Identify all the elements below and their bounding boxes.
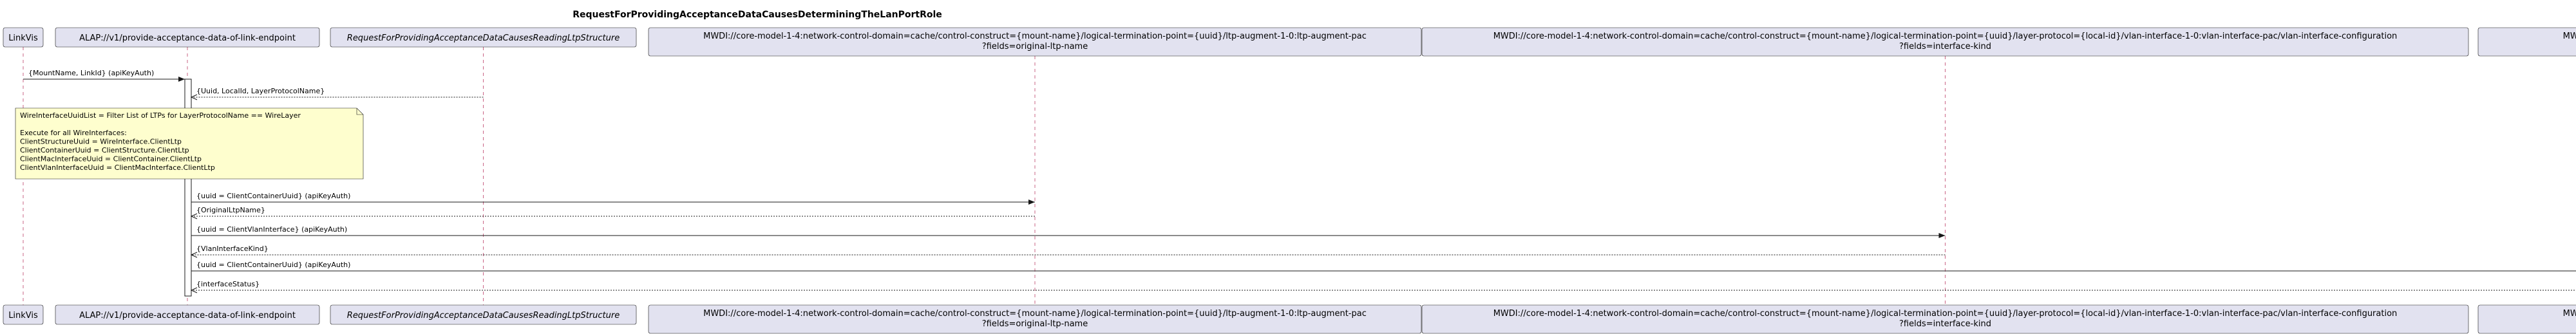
note-box (15, 107, 364, 180)
message-7: {uuid = ClientContainerUuid} (apiKeyAuth… (191, 261, 2576, 272)
participant-alap-bottom: ALAP://v1/provide-acceptance-data-of-lin… (55, 304, 320, 325)
participant-box (2477, 27, 2576, 57)
participant-label: LinkVis (8, 311, 38, 320)
arrow-head (178, 77, 185, 82)
participant-box (648, 27, 1422, 57)
participant-alap-top: ALAP://v1/provide-acceptance-data-of-lin… (55, 27, 320, 48)
participant-box (648, 304, 1422, 334)
participant-box (330, 27, 637, 48)
participant-mwdi-ltp-top: MWDI://core-model-1-4:network-control-do… (648, 27, 1422, 57)
participant-linkvis-bottom: LinkVis (3, 304, 44, 325)
note-line: ClientContainerUuid = ClientStructure.Cl… (20, 146, 189, 154)
participant-box (3, 304, 44, 325)
participant-label: RequestForProvidingAcceptanceDataCausesR… (347, 311, 620, 320)
participant-label: ?fields=original-ltp-name (982, 319, 1088, 329)
lifelines (23, 47, 1946, 305)
participant-label: ALAP://v1/provide-acceptance-data-of-lin… (79, 33, 296, 43)
participant-label: MWDI://core-model-1-4:network-control-do… (2563, 32, 2576, 41)
message-5: {uuid = ClientVlanInterface} (apiKeyAuth… (191, 225, 1946, 238)
arrow-head (190, 252, 198, 258)
activation-bar-alap (184, 79, 192, 297)
message-2: {Uuid, LocalId, LayerProtocolName} (190, 87, 484, 100)
participant-mwdi-vlan-bottom: MWDI://core-model-1-4:network-control-do… (1421, 304, 2469, 334)
arrow-head (1938, 233, 1946, 238)
participants-top: LinkVis ALAP://v1/provide-acceptance-data… (3, 27, 2576, 57)
note-line: Execute for all WireInterfaces: (20, 129, 127, 137)
participant-box (1421, 304, 2469, 334)
diagram-title: RequestForProvidingAcceptanceDataCausesD… (573, 10, 942, 20)
participant-label: MWDI://core-model-1-4:network-control-do… (703, 32, 1367, 41)
note-line: ClientVlanInterfaceUuid = ClientMacInter… (20, 163, 215, 172)
participant-label: ?fields=original-ltp-name (982, 42, 1088, 51)
note-fold (356, 108, 363, 115)
participant-box (55, 304, 320, 325)
message-label: {uuid = ClientContainerUuid} (apiKeyAuth… (196, 261, 350, 269)
note: WireInterfaceUuidList = Filter List of L… (15, 107, 364, 180)
note-line: WireInterfaceUuidList = Filter List of L… (20, 111, 301, 120)
participant-mwdi-status-top: MWDI://core-model-1-4:network-control-do… (2477, 27, 2576, 57)
message-label: {OriginalLtpName} (196, 206, 265, 214)
participant-label: ?fields=interface-kind (1899, 42, 1991, 51)
participant-mwdi-ltp-bottom: MWDI://core-model-1-4:network-control-do… (648, 304, 1422, 334)
message-1: {MountName, LinkId} (apiKeyAuth) (23, 69, 185, 82)
message-label: {uuid = ClientContainerUuid} (apiKeyAuth… (196, 192, 350, 200)
participants-bottom: LinkVis ALAP://v1/provide-acceptance-data… (3, 304, 2576, 334)
participant-box (2477, 304, 2576, 334)
participant-box (1421, 27, 2469, 57)
participant-linkvis-top: LinkVis (3, 27, 44, 48)
arrow-head (190, 213, 198, 219)
participant-box (330, 304, 637, 325)
message-label: {interfaceStatus} (196, 280, 260, 288)
participant-mwdi-status-bottom: MWDI://core-model-1-4:network-control-do… (2477, 304, 2576, 334)
message-3: {uuid = ClientContainerUuid} (apiKeyAuth… (191, 192, 1035, 205)
participant-mwdi-vlan-top: MWDI://core-model-1-4:network-control-do… (1421, 27, 2469, 57)
message-label: {MountName, LinkId} (apiKeyAuth) (28, 69, 154, 77)
participant-reading-top: RequestForProvidingAcceptanceDataCausesR… (330, 27, 637, 48)
note-line: ClientStructureUuid = WireInterface.Clie… (20, 138, 182, 146)
arrow-head (190, 94, 198, 100)
note-line: ClientMacInterfaceUuid = ClientContainer… (20, 155, 202, 163)
message-4: {OriginalLtpName} (190, 206, 1035, 219)
participant-label: MWDI://core-model-1-4:network-control-do… (1493, 309, 2398, 319)
participant-reading-bottom: RequestForProvidingAcceptanceDataCausesR… (330, 304, 637, 325)
participant-label: MWDI://core-model-1-4:network-control-do… (2563, 309, 2576, 319)
participant-label: RequestForProvidingAcceptanceDataCausesR… (347, 33, 620, 43)
message-label: {VlanInterfaceKind} (196, 245, 269, 253)
message-6: {VlanInterfaceKind} (190, 245, 1946, 258)
participant-box (55, 27, 320, 48)
message-label: {Uuid, LocalId, LayerProtocolName} (196, 87, 325, 95)
participant-label: ?fields=interface-kind (1899, 319, 1991, 329)
arrow-head (1028, 199, 1035, 205)
arrow-head (190, 287, 198, 293)
participant-label: ALAP://v1/provide-acceptance-data-of-lin… (79, 311, 296, 320)
message-8: {interfaceStatus} (190, 280, 2576, 293)
message-label: {uuid = ClientVlanInterface} (apiKeyAuth… (196, 225, 347, 234)
participant-label: LinkVis (8, 33, 38, 43)
activation-bars (184, 79, 192, 297)
participant-label: MWDI://core-model-1-4:network-control-do… (703, 309, 1367, 319)
participant-box (3, 27, 44, 48)
participant-label: MWDI://core-model-1-4:network-control-do… (1493, 32, 2398, 41)
messages: {MountName, LinkId} (apiKeyAuth) {Uuid, L… (23, 69, 2576, 293)
